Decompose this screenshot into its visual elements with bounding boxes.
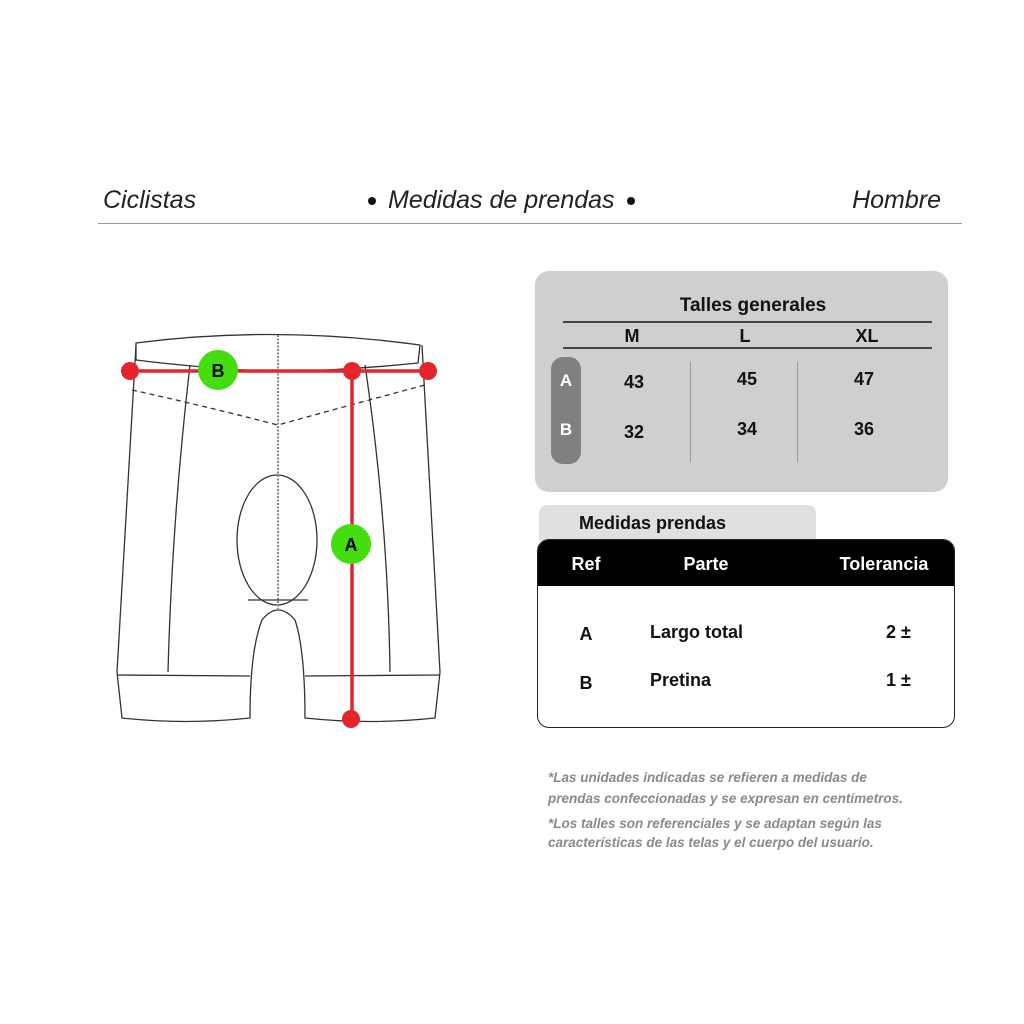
marker-a-label: A [345,535,358,555]
footnote: prendas confeccionadas y se expresan en … [548,791,903,806]
divider [563,347,932,349]
header-tolerancia: Tolerancia [839,554,929,574]
header-ref: Ref [571,554,601,574]
cell: 43 [623,372,645,392]
row-ref: B [579,673,593,693]
marker-a [331,524,371,564]
header-parte: Parte [683,554,729,574]
cell: 32 [623,422,645,442]
row-ref: A [579,624,593,644]
row-parte: Pretina [650,670,712,690]
measures-table: Ref Parte Tolerancia A Largo total 2 ± B… [537,539,955,728]
marker-b-label: B [212,361,225,381]
header-divider [98,223,962,224]
divider [797,362,798,462]
footnote: características de las telas y el cuerpo… [548,835,874,850]
divider [690,362,691,462]
measure-b-line [121,362,437,380]
title-text: Medidas de prendas [388,186,615,214]
cell: 45 [736,369,758,389]
divider [563,321,932,323]
row-parte: Largo total [650,622,743,642]
ref-label: B [559,420,573,439]
gender-label: Hombre [852,186,941,214]
tab-label: Medidas prendas [579,513,727,533]
row-tolerance: 1 ± [886,670,911,690]
marker-b [198,350,238,390]
page-title: Medidas de prendas [368,186,647,215]
size-header: L [739,326,751,346]
size-table-title: Talles generales [679,295,827,316]
footnote: *Los talles son referenciales y se adapt… [548,816,882,831]
row-tolerance: 2 ± [886,622,911,642]
cell: 47 [853,369,875,389]
ref-label: A [559,371,573,390]
measures-tab: Medidas prendas [539,505,816,541]
ref-pill: A B [551,357,581,464]
cell: 36 [853,419,875,439]
table-header: Ref Parte Tolerancia [538,540,954,586]
category-label: Ciclistas [103,186,197,214]
size-header: M [624,326,640,346]
size-table: Talles generales M L XL A B 43 45 47 32 … [535,271,948,492]
cell: 34 [736,419,758,439]
footnote: *Las unidades indicadas se refieren a me… [548,770,867,785]
size-header: XL [855,326,879,346]
